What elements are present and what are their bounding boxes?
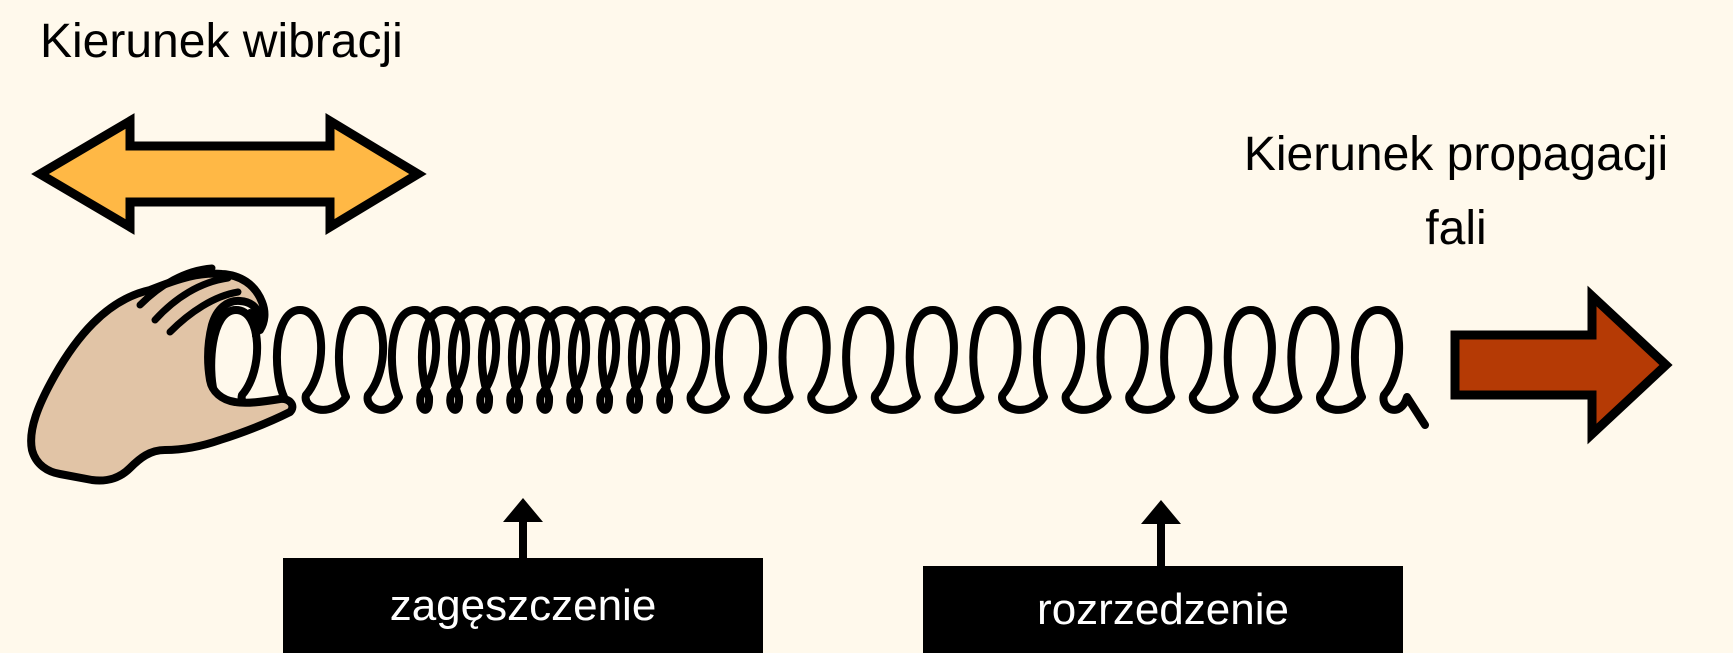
rarefaction-label-box: rozrzedzenie [923,566,1403,653]
double-headed-arrow-icon [31,113,427,235]
hand-icon [27,264,297,485]
propagation-label-line2: fali [1425,202,1487,255]
compression-pointer-arrow [503,498,543,562]
vibration-direction-label: Kierunek wibracji [40,15,403,68]
propagation-direction-label: Kierunek propagacji fali [1206,118,1706,266]
arrow-right-icon [1450,285,1673,445]
rarefaction-label: rozrzedzenie [1037,584,1289,634]
spring-coil [207,306,1429,429]
rarefaction-pointer-arrow [1141,500,1181,568]
propagation-label-line1: Kierunek propagacji [1243,128,1669,181]
compression-label-box: zagęszczenie [283,558,763,653]
compression-label: zagęszczenie [389,580,657,630]
